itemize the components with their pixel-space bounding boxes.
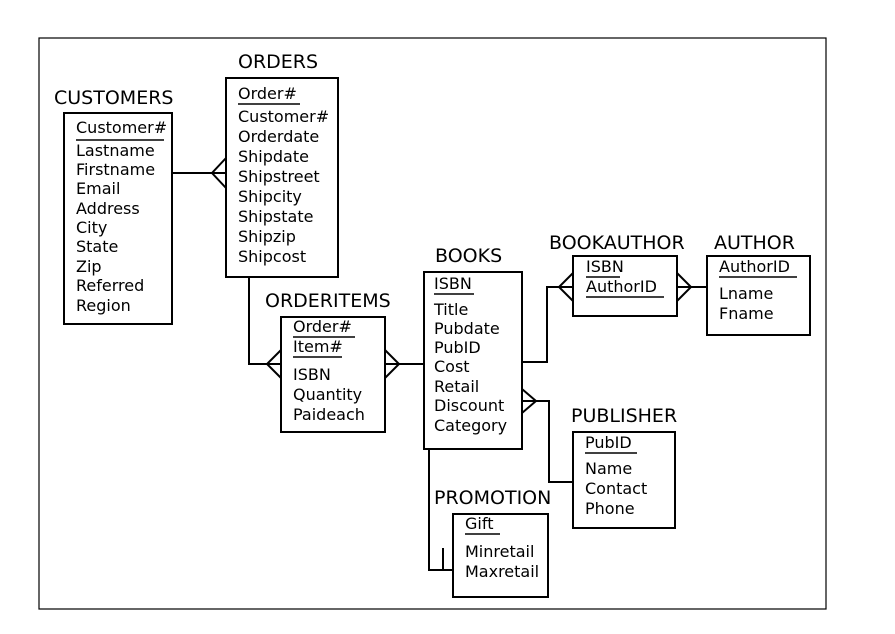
publisher-entity xyxy=(572,431,676,529)
promotion-attr: Maxretail xyxy=(465,562,539,581)
books-attr: Title xyxy=(433,300,468,319)
orderitems-attr: Quantity xyxy=(293,385,362,404)
orderitems-entity xyxy=(280,316,386,433)
customers-attr: Address xyxy=(76,199,140,218)
bookauthor-key: ISBN xyxy=(586,257,624,276)
customers-attr: State xyxy=(76,237,118,256)
bookauthor-key: AuthorID xyxy=(586,277,657,296)
orders-attr: Shipdate xyxy=(238,147,309,166)
books-attr: Pubdate xyxy=(434,319,500,338)
orderitems-key: Item# xyxy=(293,337,343,356)
customers-attr: Firstname xyxy=(76,160,155,179)
rel-publisher-books xyxy=(521,388,573,483)
orders-attr: Shipcost xyxy=(238,247,306,266)
orderitems-attr: Paideach xyxy=(293,405,365,424)
customers-attr: Zip xyxy=(76,257,102,276)
customers-entity xyxy=(63,112,173,325)
orderitems-attr: ISBN xyxy=(293,365,331,384)
author-attr: Lname xyxy=(719,284,773,303)
publisher-attr: Phone xyxy=(585,499,635,518)
promotion-entity xyxy=(452,513,549,598)
customers-attr: City xyxy=(76,218,107,237)
orderitems-title: ORDERITEMS xyxy=(265,290,391,312)
rel-customers-orders xyxy=(172,157,227,189)
orders-attr: Shipstate xyxy=(238,207,313,226)
author-entity xyxy=(706,255,811,336)
customers-attr: Email xyxy=(76,179,120,198)
rel-books-orderitems xyxy=(384,349,424,379)
orders-attr: Orderdate xyxy=(238,127,319,146)
orders-attr: Shipcity xyxy=(238,187,302,206)
promotion-attr: Minretail xyxy=(465,542,534,561)
author-attr: Fname xyxy=(719,304,774,323)
orders-key: Order# xyxy=(238,84,297,103)
books-entity xyxy=(423,271,523,450)
orders-attr: Shipstreet xyxy=(238,167,320,186)
orders-attr: Shipzip xyxy=(238,227,296,246)
orders-entity xyxy=(225,77,339,278)
books-attr: PubID xyxy=(434,338,481,357)
customers-key: Customer# xyxy=(76,118,167,137)
author-key: AuthorID xyxy=(719,257,790,276)
promotion-key: Gift xyxy=(465,514,493,533)
books-title: BOOKS xyxy=(435,245,502,267)
publisher-attr: Contact xyxy=(585,479,647,498)
bookauthor-title: BOOKAUTHOR xyxy=(549,232,685,254)
books-key: ISBN xyxy=(434,274,472,293)
orders-attr: Customer# xyxy=(238,107,329,126)
books-attr: Discount xyxy=(434,396,504,415)
books-attr: Category xyxy=(434,416,507,435)
promotion-title: PROMOTION xyxy=(434,487,551,509)
orders-title: ORDERS xyxy=(238,51,318,73)
rel-author-bookauthor xyxy=(676,272,707,302)
books-attr: Retail xyxy=(434,377,479,396)
diagram-frame xyxy=(38,37,827,610)
publisher-attr: Name xyxy=(585,459,632,478)
rel-books-promotion xyxy=(428,449,453,571)
publisher-key: PubID xyxy=(585,433,632,452)
orderitems-key: Order# xyxy=(293,317,352,336)
rel-orders-orderitems xyxy=(248,277,282,379)
customers-title: CUSTOMERS xyxy=(54,87,173,109)
author-title: AUTHOR xyxy=(714,232,795,254)
publisher-title: PUBLISHER xyxy=(571,405,677,427)
customers-attr: Referred xyxy=(76,276,144,295)
customers-attr: Region xyxy=(76,296,131,315)
rel-books-bookauthor xyxy=(522,272,574,363)
books-attr: Cost xyxy=(434,357,470,376)
customers-attr: Lastname xyxy=(76,141,155,160)
